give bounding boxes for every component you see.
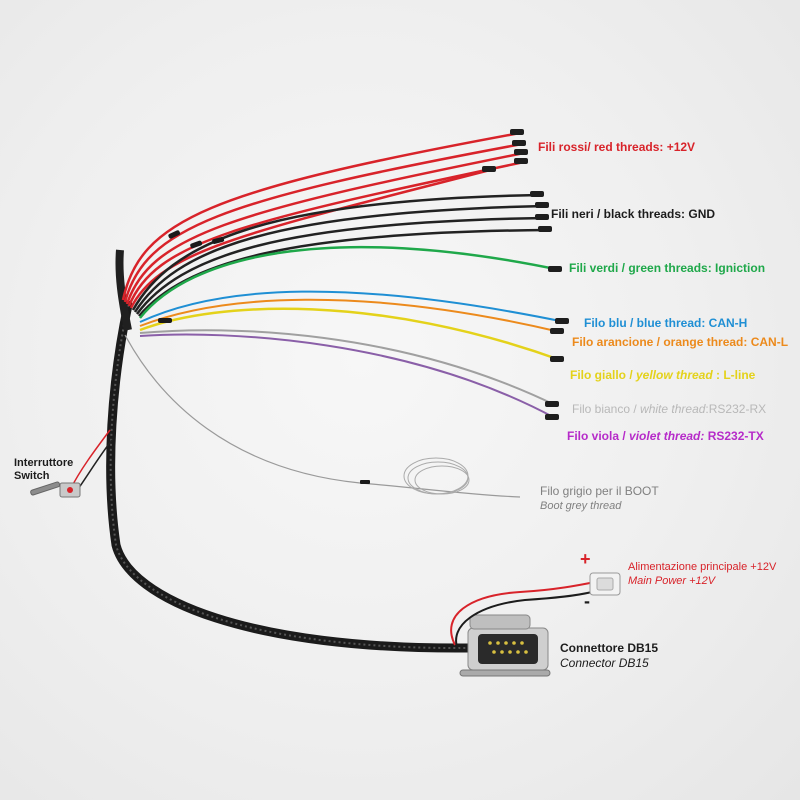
label-white-signal: :RS232-RX xyxy=(705,402,767,416)
main-cable-braid xyxy=(109,304,471,650)
black-wires xyxy=(131,193,549,317)
label-white-it: Filo bianco / xyxy=(572,402,641,416)
power-plus-sign: + xyxy=(580,549,591,569)
label-switch-en: Switch xyxy=(14,470,50,482)
label-boot-it: Filo grigio per il BOOT xyxy=(540,484,659,498)
power-minus-sign: - xyxy=(584,591,590,611)
red-wires xyxy=(121,131,525,309)
heat-shrink xyxy=(158,230,370,484)
label-green-threads: Fili verdi / green threads: Igniction xyxy=(569,261,766,275)
toggle-switch-icon xyxy=(30,429,113,498)
power-plug-icon xyxy=(450,572,621,651)
label-violet-signal: RS232-TX xyxy=(704,429,764,443)
label-orange-thread: Filo arancione / orange thread: CAN-L xyxy=(572,335,789,349)
label-yellow-thread: Filo giallo / yellow thread : L-line xyxy=(570,368,755,382)
white-wire xyxy=(139,329,556,406)
yellow-wire xyxy=(139,307,561,362)
label-yellow-signal: : L-line xyxy=(712,368,756,382)
label-switch-it: Interruttore xyxy=(14,457,74,469)
label-red-threads: Fili rossi/ red threads: +12V xyxy=(538,140,696,154)
db15-connector-icon xyxy=(459,614,551,677)
label-boot-en: Boot grey thread xyxy=(540,500,622,512)
label-white-en: white thread xyxy=(640,402,706,416)
label-power-en: Main Power +12V xyxy=(628,575,716,587)
blue-wire xyxy=(139,290,566,323)
label-violet-thread: Filo viola / violet thread: RS232-TX xyxy=(567,429,764,443)
breakout-sleeve xyxy=(115,249,132,331)
label-yellow-en: yellow thread xyxy=(636,368,713,382)
label-violet-en: violet thread: xyxy=(629,429,705,443)
label-black-threads: Fili neri / black threads: GND xyxy=(551,207,716,221)
wire-tips xyxy=(482,129,569,420)
label-white-thread: Filo bianco / white thread:RS232-RX xyxy=(572,402,766,416)
label-blue-thread: Filo blu / blue thread: CAN-H xyxy=(584,316,748,330)
label-yellow-it: Filo giallo / xyxy=(570,368,636,382)
label-connector-en: Connector DB15 xyxy=(560,656,649,670)
label-connector-it: Connettore DB15 xyxy=(560,641,659,655)
boot-wire-coil xyxy=(403,457,470,495)
label-power-it: Alimentazione principale +12V xyxy=(628,561,777,573)
green-wire xyxy=(139,245,561,319)
orange-wire xyxy=(139,298,561,333)
boot-wire xyxy=(124,334,521,498)
label-violet-it: Filo viola / xyxy=(567,429,630,443)
violet-wire xyxy=(139,333,556,419)
